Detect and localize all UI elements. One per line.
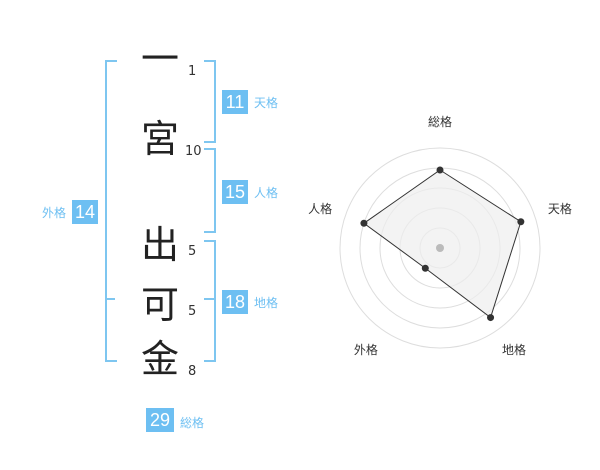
radar-points	[360, 166, 525, 322]
name-char-2: 宮	[140, 117, 179, 161]
gaikaku-badge: 14	[72, 200, 98, 224]
chikaku-label: 地格	[254, 296, 279, 310]
gaikaku-label: 外格	[42, 206, 67, 220]
radar-point	[421, 264, 429, 272]
soukaku-label: 総格	[180, 416, 205, 430]
tenkaku-bracket	[204, 60, 216, 143]
stroke-count-3: 5	[188, 244, 197, 259]
radar-label: 天格	[548, 201, 572, 216]
radar-point	[517, 218, 525, 226]
name-char-4: 可	[140, 283, 179, 327]
chikaku-badge: 18	[222, 290, 248, 314]
radar-label: 人格	[308, 201, 332, 216]
radar-point	[360, 219, 368, 227]
chikaku-bracket	[204, 240, 216, 362]
stroke-count-1: 1	[188, 64, 197, 79]
radar-polygon	[363, 169, 522, 319]
gaikaku-bracket	[105, 60, 117, 362]
gaikaku-bracket-tick	[105, 298, 115, 300]
stroke-count-2: 10	[185, 144, 202, 159]
tenkaku-label: 天格	[254, 96, 279, 110]
name-char-1: 一	[140, 37, 179, 81]
radar-label: 地格	[502, 342, 526, 357]
radar-point	[487, 314, 495, 322]
stroke-count-4: 5	[188, 304, 197, 319]
name-char-3: 出	[140, 223, 179, 267]
tenkaku-badge: 11	[222, 90, 248, 114]
radar-ring	[339, 147, 541, 349]
radar-center-dot	[436, 244, 444, 252]
radar-label: 総格	[428, 114, 452, 129]
radar-label: 外格	[354, 342, 378, 357]
soukaku-badge: 29	[146, 408, 174, 432]
radar-point	[436, 166, 444, 174]
jinkaku-badge: 15	[222, 180, 248, 204]
jinkaku-label: 人格	[254, 186, 279, 200]
stroke-count-5: 8	[188, 364, 197, 379]
name-char-5: 金	[140, 337, 179, 381]
jinkaku-bracket	[204, 148, 216, 233]
chikaku-bracket-tick	[204, 298, 214, 300]
